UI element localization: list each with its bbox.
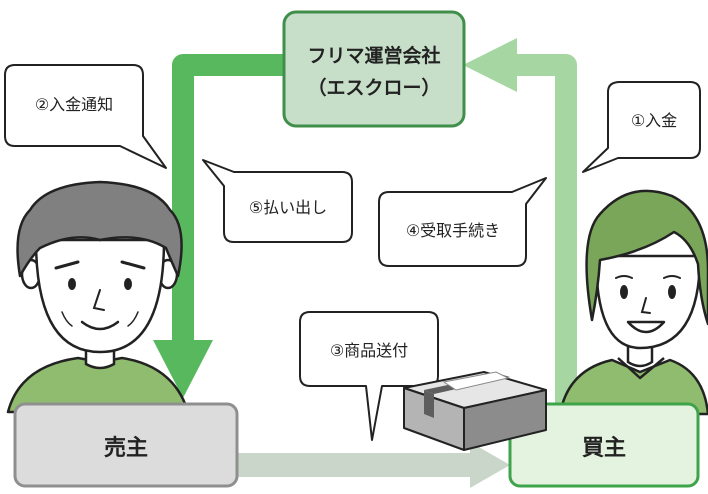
package-icon [403, 371, 547, 451]
bubble-payout: ⑤払い出し [202, 159, 353, 243]
arrow-buyer-to-escrow [463, 38, 577, 418]
step-ship-label: ③商品送付 [330, 341, 408, 360]
buyer-box: 買主 [508, 402, 700, 488]
seller-illustration [6, 180, 190, 414]
escrow-line2: （エスクロー） [307, 76, 440, 99]
seller-label: 売主 [104, 435, 148, 461]
bubble-notify: ②入金通知 [4, 64, 167, 169]
escrow-company-box: フリマ運営会社 （エスクロー） [282, 10, 466, 128]
arrow-seller-to-buyer [238, 442, 510, 488]
bubble-receive: ④受取手続き [378, 177, 547, 267]
arrow-escrow-to-seller [153, 54, 285, 398]
step-payout-label: ⑤払い出し [249, 198, 327, 217]
step-notify-label: ②入金通知 [35, 95, 113, 114]
escrow-line1: フリマ運営会社 [307, 44, 440, 67]
seller-box: 売主 [13, 402, 239, 488]
buyer-illustration [558, 189, 708, 416]
bubble-deposit: ①入金 [582, 81, 701, 173]
step-deposit-label: ①入金 [631, 111, 677, 130]
buyer-label: 買主 [582, 436, 626, 461]
bubble-ship: ③商品送付 [299, 311, 439, 441]
step-receive-label: ④受取手続き [406, 221, 500, 240]
